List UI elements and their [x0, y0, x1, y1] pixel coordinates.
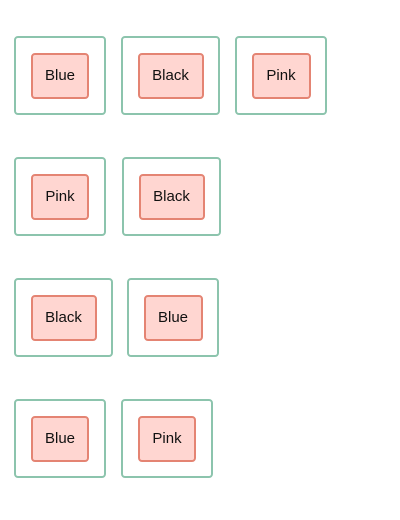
tile-card: Blue: [127, 278, 219, 357]
tile-grid: Blue Black Pink Pink Black Black Blue Bl…: [14, 36, 386, 520]
tile-card: Black: [14, 278, 113, 357]
color-chip-button[interactable]: Blue: [31, 52, 89, 99]
tile-card: Pink: [235, 36, 327, 115]
color-chip-button[interactable]: Pink: [138, 415, 196, 462]
color-chip-button[interactable]: Pink: [251, 52, 311, 99]
color-chip-button[interactable]: Blue: [31, 415, 89, 462]
tile-row-3: Black Blue: [14, 278, 386, 357]
tile-card: Blue: [14, 399, 106, 478]
color-chip-button[interactable]: Black: [137, 52, 204, 99]
color-chip-button[interactable]: Black: [30, 294, 97, 341]
color-chip-button[interactable]: Blue: [143, 294, 203, 341]
tile-card: Pink: [14, 157, 106, 236]
color-chip-button[interactable]: Black: [138, 173, 205, 220]
tile-card: Black: [121, 36, 220, 115]
tile-row-4: Blue Pink: [14, 399, 386, 478]
tile-card: Blue: [14, 36, 106, 115]
color-chip-button[interactable]: Pink: [31, 173, 89, 220]
tile-card: Pink: [121, 399, 213, 478]
tile-row-1: Blue Black Pink: [14, 36, 386, 115]
tile-row-2: Pink Black: [14, 157, 386, 236]
tile-card: Black: [122, 157, 221, 236]
